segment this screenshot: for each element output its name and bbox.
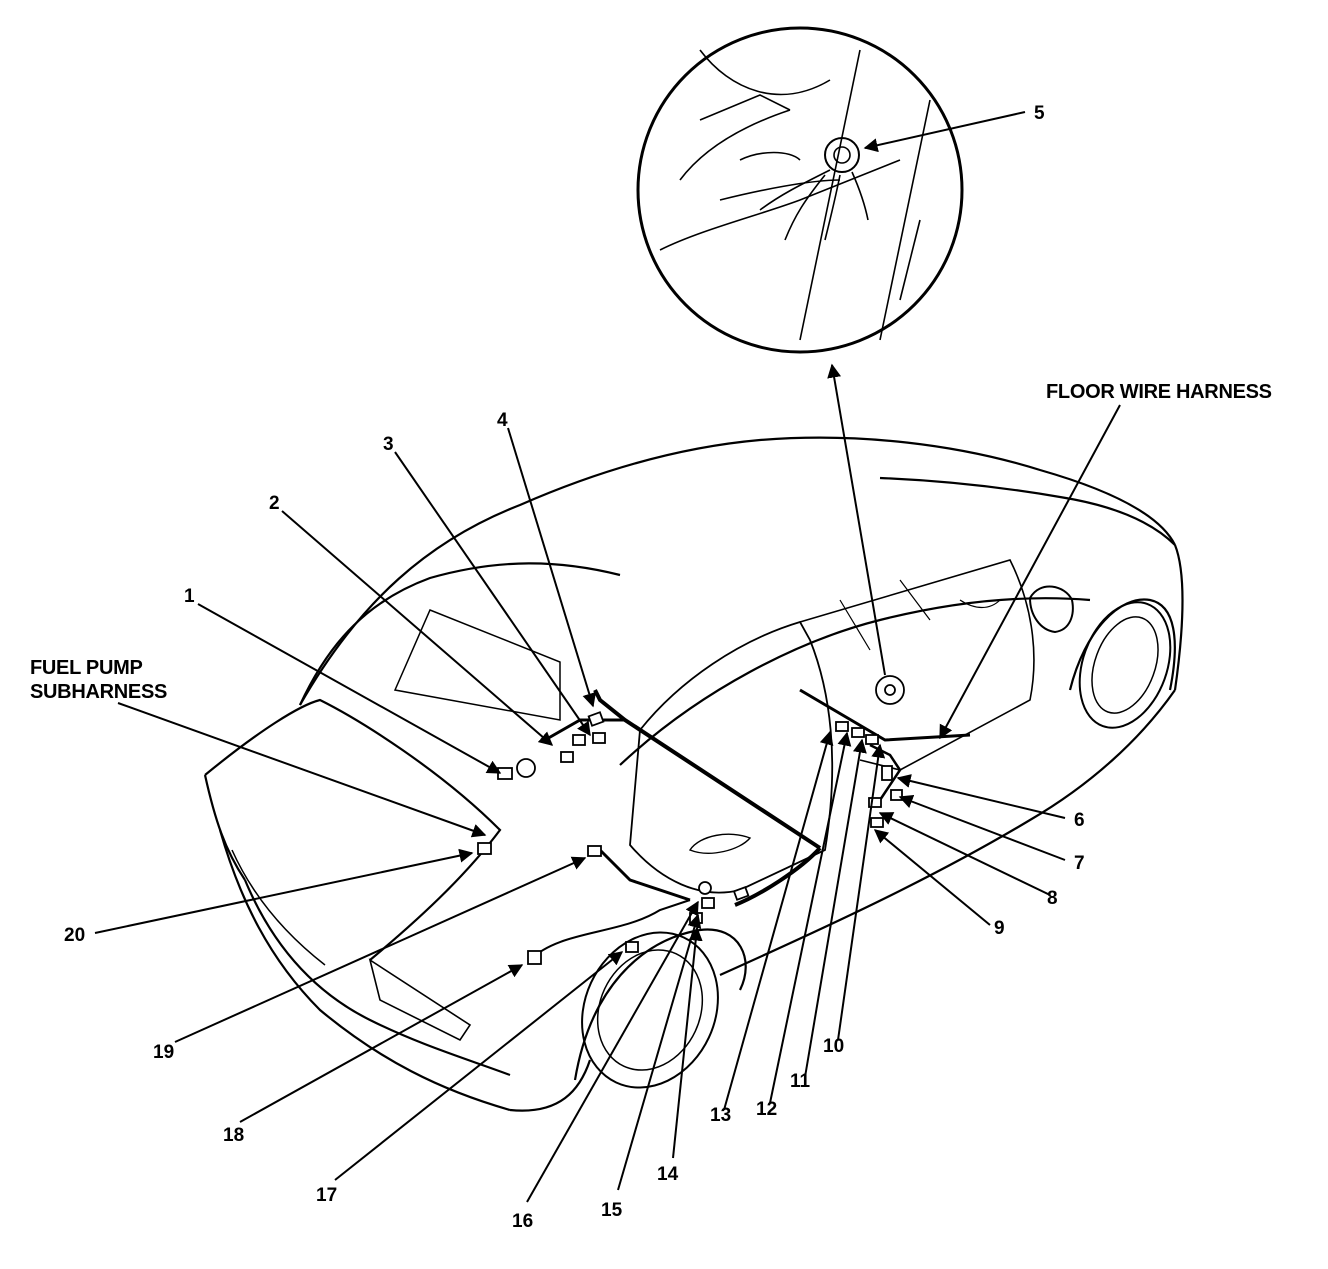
leader-5 [863, 111, 1026, 153]
callout-11: 11 [790, 1071, 811, 1092]
leader-15 [617, 913, 702, 1191]
callout-16: 16 [512, 1211, 533, 1232]
callout-5: 5 [1034, 103, 1045, 124]
leader-12 [769, 731, 852, 1104]
leader-7 [898, 794, 1066, 861]
connectors [477, 675, 905, 965]
fuel-pump-label-line2: SUBHARNESS [30, 681, 167, 703]
callout-13: 13 [710, 1105, 731, 1126]
car-body [203, 436, 1184, 1112]
leader-13 [723, 730, 834, 1111]
callout-1: 1 [184, 586, 195, 607]
callout-2: 2 [269, 493, 280, 514]
leader-11 [804, 738, 867, 1078]
callout-6: 6 [1074, 810, 1085, 831]
callout-10: 10 [823, 1036, 844, 1057]
callout-19: 19 [153, 1042, 174, 1063]
leader-6 [896, 774, 1066, 819]
leader-8 [878, 812, 1051, 896]
leader-14 [672, 926, 703, 1159]
leader-9 [873, 829, 991, 926]
leader-16 [526, 900, 699, 1203]
leader-20 [94, 848, 474, 934]
callout-18: 18 [223, 1125, 244, 1146]
leader-4 [507, 427, 597, 708]
callout-15: 15 [601, 1200, 623, 1221]
callout-7: 7 [1074, 853, 1085, 874]
leader-19 [174, 856, 587, 1043]
callout-8: 8 [1047, 888, 1058, 909]
leader-floor-harness [939, 404, 1121, 740]
magnified-inset [636, 26, 964, 354]
callout-12: 12 [756, 1099, 777, 1120]
leader-lines [94, 111, 1121, 1203]
callout-14: 14 [657, 1164, 679, 1185]
callout-17: 17 [316, 1185, 337, 1206]
callout-3: 3 [383, 434, 394, 455]
leader-10 [837, 743, 886, 1041]
callout-20: 20 [64, 925, 85, 946]
floor-wire-harness-label: FLOOR WIRE HARNESS [1046, 381, 1272, 403]
leader-1 [197, 603, 502, 774]
leader-17 [334, 951, 624, 1181]
leader-fuel-pump [117, 702, 487, 838]
fuel-pump-label-line1: FUEL PUMP [30, 657, 143, 679]
leader-3 [394, 451, 591, 737]
leader-18 [239, 964, 524, 1123]
callout-4: 4 [497, 410, 508, 431]
leader-2 [281, 510, 554, 746]
leader-inset [827, 363, 886, 676]
callout-9: 9 [994, 918, 1005, 939]
